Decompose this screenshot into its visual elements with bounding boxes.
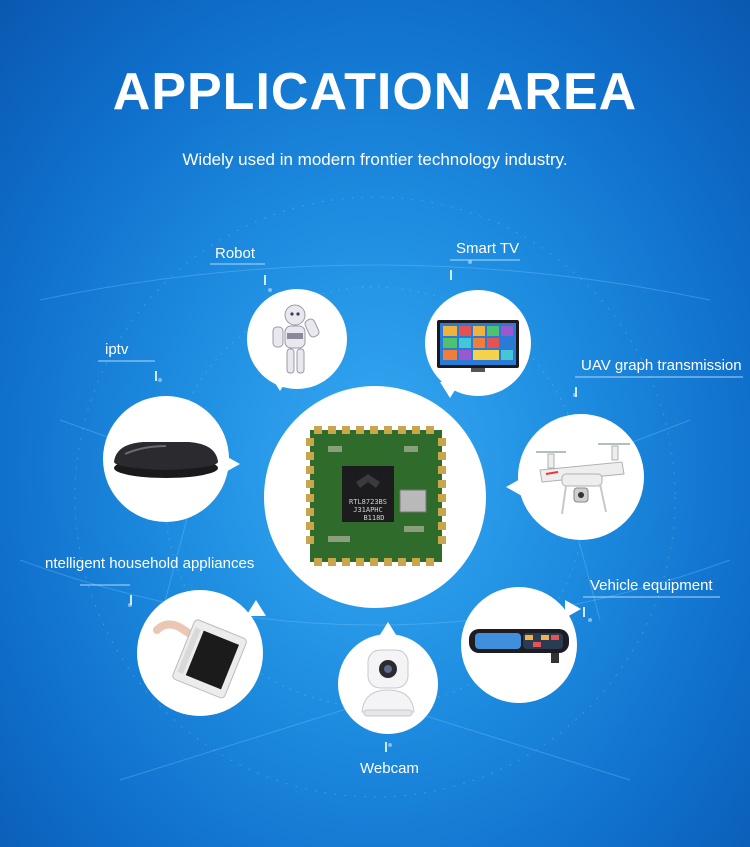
robot-pin-marker <box>264 275 266 285</box>
center-module-bubble: RTL8723BS J31APHC B118D <box>264 386 486 608</box>
vehicle-bubble <box>461 587 577 703</box>
wifi-module-chip-icon: RTL8723BS J31APHC B118D <box>306 426 446 566</box>
webcam-pin-marker <box>385 742 387 752</box>
label-webcam: Webcam <box>360 760 419 777</box>
uav-pin-marker <box>575 387 577 397</box>
tv-box-icon <box>114 442 218 478</box>
robot-icon <box>272 304 320 374</box>
smart-tv-pin-marker <box>450 270 452 280</box>
household-pin-marker <box>130 595 132 605</box>
page-title: APPLICATION AREA <box>112 63 638 121</box>
label-robot: Robot <box>215 245 256 262</box>
chip-text-line2: J31APHC <box>353 506 383 514</box>
household-bubble <box>137 590 263 716</box>
webcam-bubble <box>338 634 438 734</box>
uav-bubble <box>518 414 644 540</box>
car-mirror-icon <box>469 629 569 663</box>
smart-tv-bubble <box>425 290 531 396</box>
chip-text-line1: RTL8723BS <box>349 498 387 506</box>
webcam-icon <box>361 649 415 717</box>
iptv-pin-marker <box>155 371 157 381</box>
robot-bubble-tail <box>270 375 290 391</box>
label-uav: UAV graph transmission <box>581 357 742 374</box>
label-vehicle: Vehicle equipment <box>590 577 713 594</box>
label-household: ntelligent household appliances <box>45 555 255 572</box>
iptv-bubble <box>103 396 229 522</box>
smart-tv-icon <box>437 320 519 372</box>
robot-bubble <box>247 289 347 389</box>
webcam-bubble-tail <box>378 622 398 638</box>
page-subtitle: Widely used in modern frontier technolog… <box>182 150 568 169</box>
uav-bubble-tail <box>506 478 522 496</box>
smart-tv-bubble-tail <box>440 382 460 398</box>
household-bubble-tail <box>246 600 266 616</box>
label-smart-tv: Smart TV <box>456 240 520 257</box>
smart-panel-icon <box>153 619 247 699</box>
iptv-bubble-tail <box>224 455 240 473</box>
drone-icon <box>536 443 630 515</box>
label-iptv: iptv <box>105 341 129 358</box>
chip-text-line3: B118D <box>363 514 384 522</box>
vehicle-pin-marker <box>583 607 585 617</box>
vehicle-bubble-tail <box>565 600 581 618</box>
